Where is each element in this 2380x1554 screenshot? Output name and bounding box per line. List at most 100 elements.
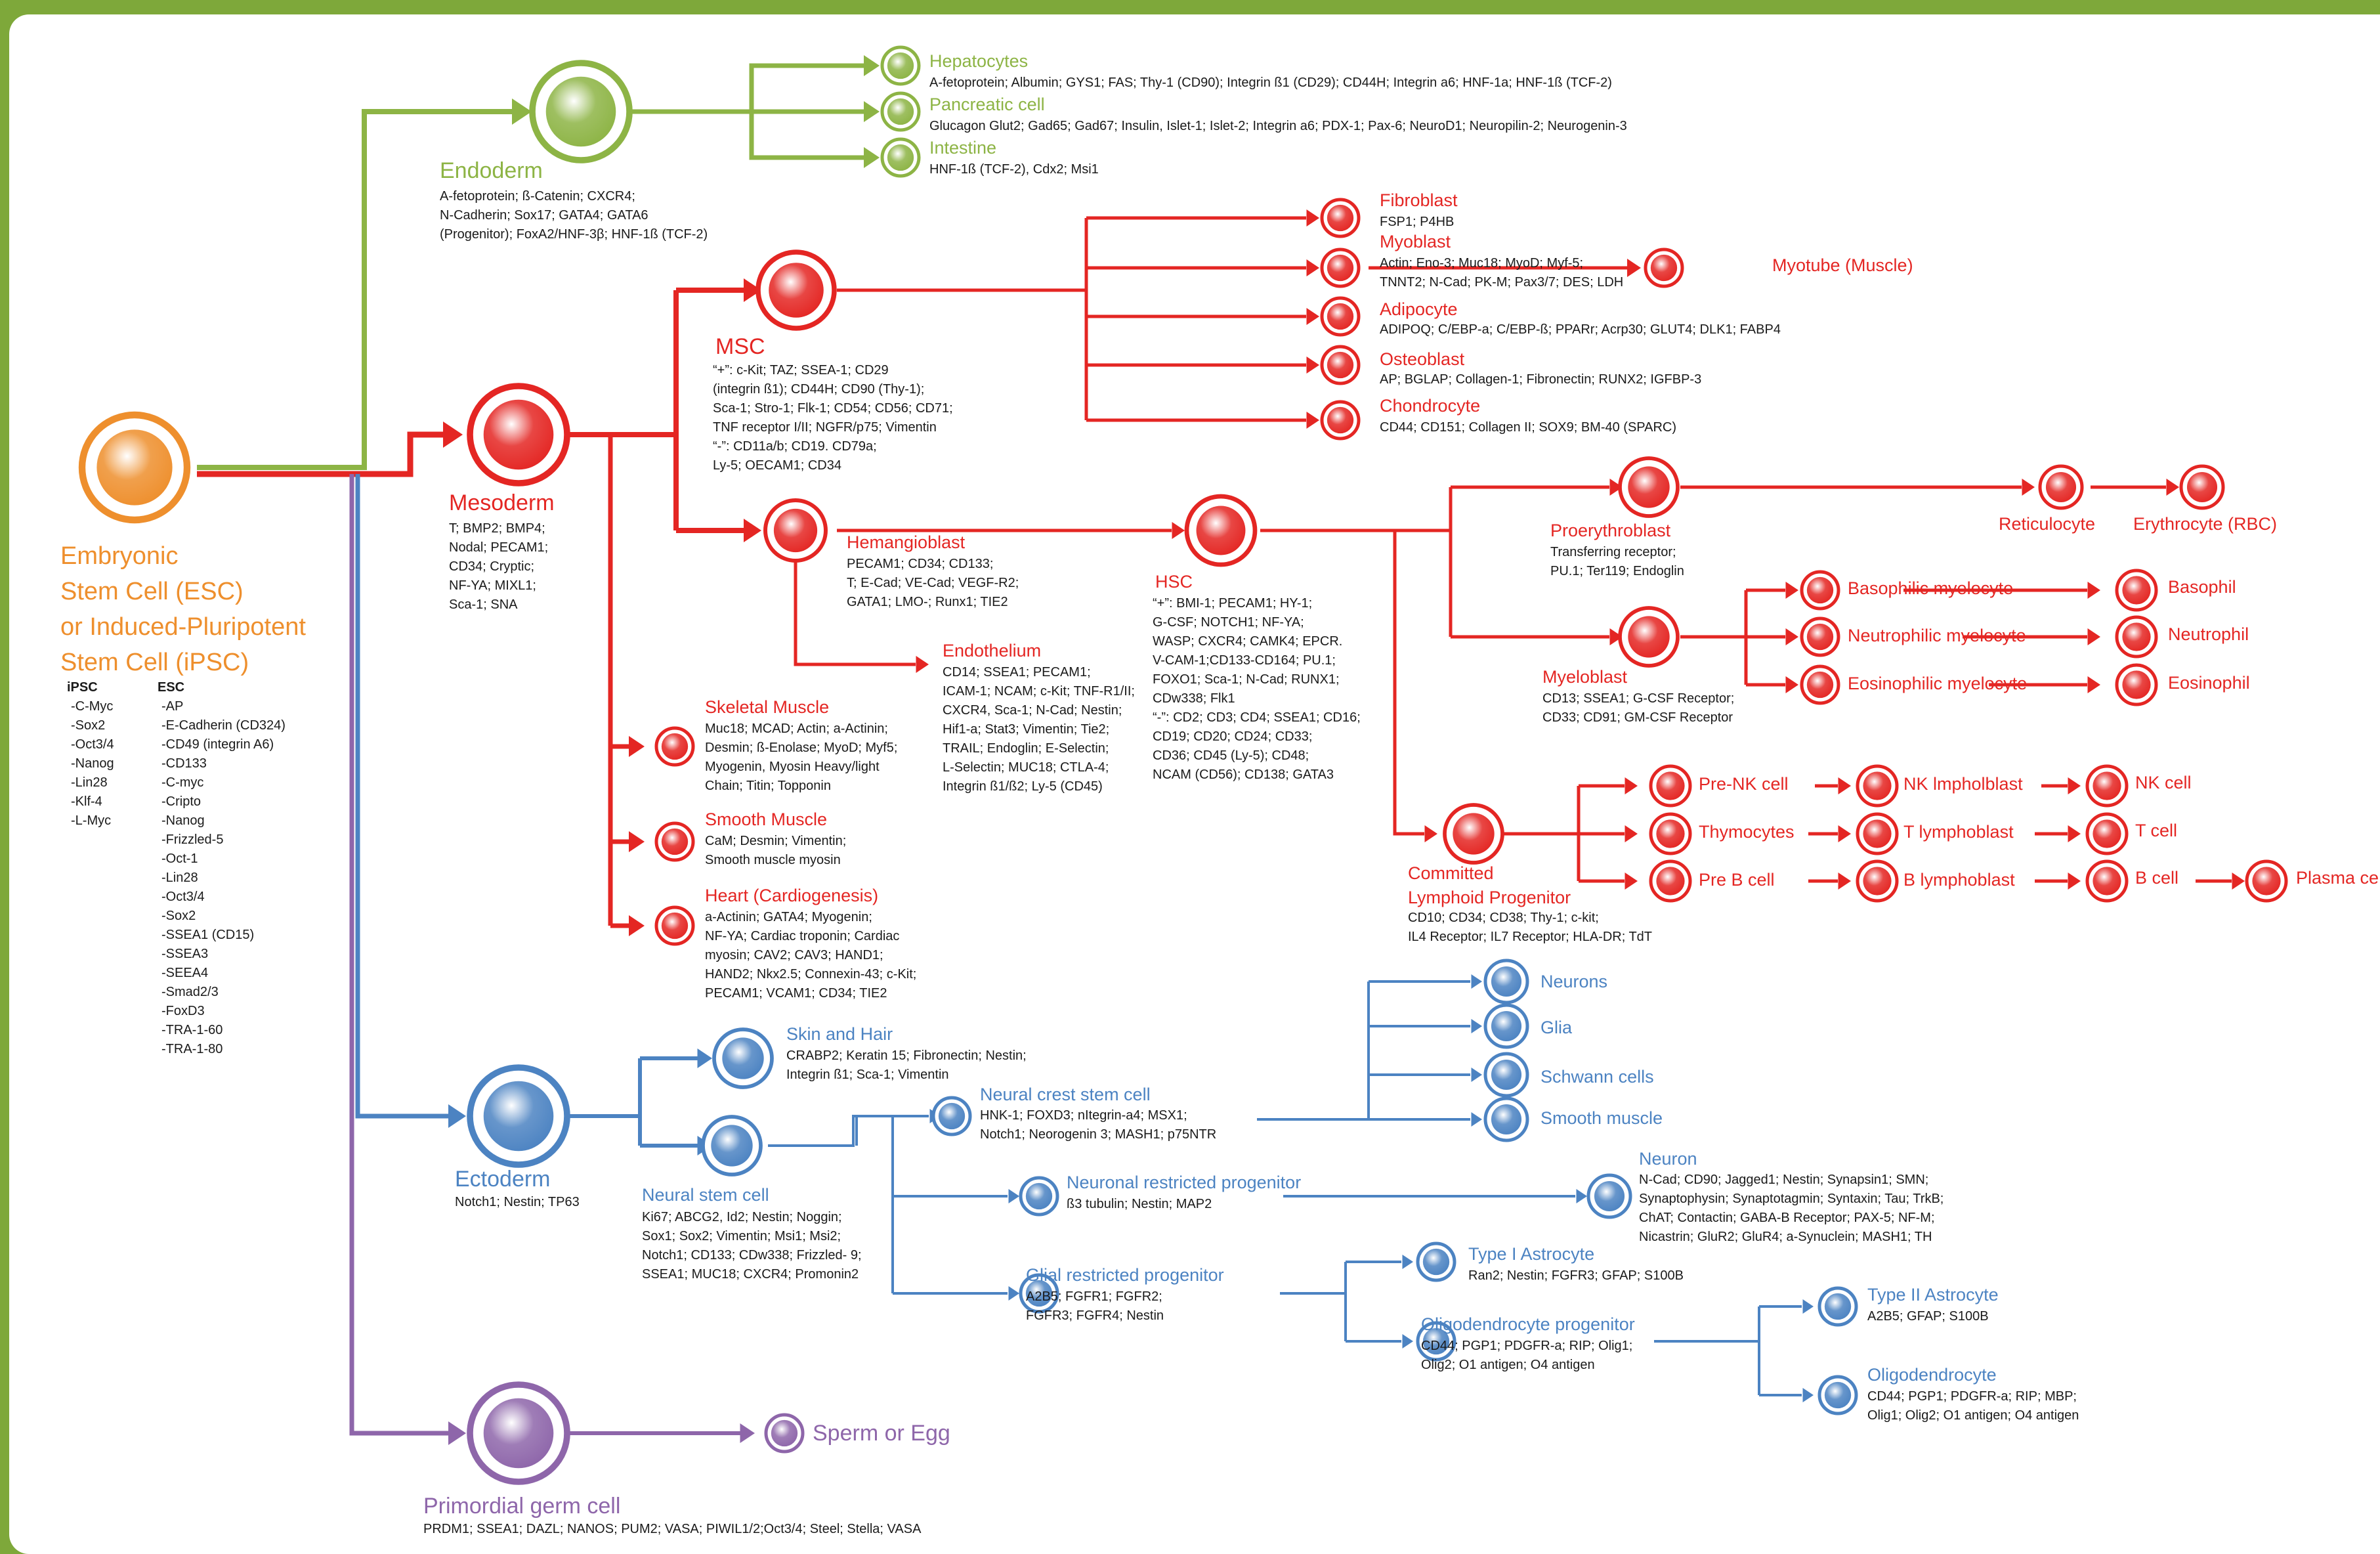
esc-marker-list: -AP-E-Cadherin (CD324)-CD49 (integrin A6… bbox=[161, 697, 286, 1059]
marker-item: -Oct-1 bbox=[161, 852, 198, 866]
arrowhead bbox=[1306, 259, 1319, 276]
eosinophilic-myelocyte-icon bbox=[1800, 664, 1840, 705]
hemangioblast-cell-icon bbox=[763, 498, 828, 563]
marker-item: -Smad2/3 bbox=[161, 985, 219, 999]
arrowhead bbox=[2166, 479, 2179, 496]
msc-cell-icon bbox=[755, 249, 837, 331]
glial-rp-label: Glial restricted progenitor bbox=[1026, 1265, 1224, 1285]
pancreatic-markers: Glucagon Glut2; Gad65; Gad67; Insulin, I… bbox=[929, 119, 1627, 133]
basophil-cell-icon bbox=[2115, 569, 2158, 612]
pancreatic-label: Pancreatic cell bbox=[929, 95, 1045, 114]
nk-lymphoblast-icon bbox=[1856, 764, 1899, 808]
hemangioblast-label: Hemangioblast bbox=[847, 532, 966, 552]
arrowhead bbox=[2022, 479, 2035, 496]
myeloblast-markers: CD13; SSEA1; G-CSF Receptor; CD33; CD91;… bbox=[1542, 691, 1735, 725]
neuronal-rp-cell-icon bbox=[1019, 1176, 1059, 1217]
arrowhead bbox=[2087, 676, 2100, 693]
t-cell-icon bbox=[2085, 812, 2129, 855]
endoderm-label: Endoderm bbox=[440, 158, 543, 183]
arrowhead bbox=[2068, 873, 2081, 890]
marker-item: -FoxD3 bbox=[161, 1004, 205, 1018]
b-lymphoblast-label: B lymphoblast bbox=[1903, 870, 2015, 890]
arrowhead bbox=[629, 736, 645, 757]
neuron-cell-icon bbox=[1586, 1173, 1632, 1219]
pgc-cell-icon bbox=[467, 1381, 570, 1485]
intestine-label: Intestine bbox=[929, 138, 997, 158]
b-cell-icon bbox=[2085, 859, 2129, 903]
plasma-cell-icon bbox=[2245, 859, 2288, 903]
marker-item: -TRA-1-60 bbox=[161, 1023, 223, 1037]
marker-item: -SEEA4 bbox=[161, 966, 209, 980]
arrowhead bbox=[1802, 1388, 1814, 1402]
heart-label: Heart (Cardiogenesis) bbox=[705, 886, 879, 905]
proerythroblast-label: Proerythroblast bbox=[1550, 521, 1671, 540]
neutrophilic-myelocyte-icon bbox=[1800, 616, 1840, 657]
myotube-label: Myotube (Muscle) bbox=[1772, 255, 1913, 275]
glia-label: Glia bbox=[1541, 1018, 1573, 1037]
eosinophilic-myelocyte-label: Eosinophilic myelocyte bbox=[1848, 674, 2028, 693]
mesoderm-cell-icon bbox=[467, 383, 570, 486]
endothelium-label: Endothelium bbox=[943, 641, 1042, 660]
arrowhead bbox=[864, 101, 880, 122]
arrowhead bbox=[629, 915, 645, 936]
smooth-muscle-cell-icon bbox=[654, 821, 695, 862]
ipsc-marker-list: -C-Myc-Sox2-Oct3/4-Nanog-Lin28-Klf-4-L-M… bbox=[71, 697, 114, 831]
neutrophilic-myelocyte-label: Neutrophilic myelocyte bbox=[1848, 626, 2026, 645]
hepatocytes-markers: A-fetoprotein; Albumin; GYS1; FAS; Thy-1… bbox=[929, 76, 1612, 90]
connector-line bbox=[794, 551, 916, 666]
ectoderm-cell-icon bbox=[467, 1064, 570, 1168]
arrowhead bbox=[1008, 1286, 1019, 1301]
marker-item: -C-myc bbox=[161, 775, 204, 790]
arrowhead bbox=[1306, 356, 1319, 374]
esc-to-endoderm-line bbox=[197, 109, 519, 470]
arrowhead bbox=[697, 1048, 712, 1068]
t-cell-label: T cell bbox=[2135, 821, 2178, 840]
nk-cell-label: NK cell bbox=[2135, 773, 2192, 792]
neuron-markers: N-Cad; CD90; Jagged1; Nestin; Synapsin1;… bbox=[1639, 1173, 1944, 1244]
marker-item: -C-Myc bbox=[71, 699, 114, 714]
reticulocyte-cell-icon bbox=[2038, 464, 2084, 510]
type1-astrocyte-icon bbox=[1416, 1241, 1456, 1282]
arrowhead bbox=[629, 831, 645, 852]
sperm-egg-label: Sperm or Egg bbox=[813, 1421, 950, 1446]
marker-item: -Sox2 bbox=[71, 718, 106, 733]
marker-item: -Frizzled-5 bbox=[161, 832, 224, 847]
endothelium-markers: CD14; SSEA1; PECAM1; ICAM-1; NCAM; c-Kit… bbox=[943, 665, 1135, 794]
glia-cell-icon bbox=[1483, 1003, 1529, 1049]
oligodendrocyte-markers: CD44; PGP1; PDGFR-a; RIP; MBP; Olig1; Ol… bbox=[1867, 1389, 2079, 1423]
msc-label: MSC bbox=[715, 334, 765, 359]
heart-cell-icon bbox=[654, 905, 695, 946]
hsc-markers: “+”: BMI-1; PECAM1; HY-1; G-CSF; NOTCH1;… bbox=[1153, 596, 1361, 782]
pre-nk-cell-icon bbox=[1649, 764, 1692, 808]
chondrocyte-cell-icon bbox=[1320, 400, 1361, 441]
skeletal-muscle-label: Skeletal Muscle bbox=[705, 697, 830, 717]
arrowhead bbox=[1306, 412, 1319, 429]
smooth-muscle-label: Smooth Muscle bbox=[705, 809, 828, 829]
proerythroblast-markers: Transferring receptor; PU.1; Ter119; End… bbox=[1550, 545, 1684, 578]
osteoblast-cell-icon bbox=[1320, 345, 1361, 385]
myoblast-cell-icon bbox=[1320, 248, 1361, 288]
arrowhead bbox=[1625, 873, 1638, 890]
neurons-label: Neurons bbox=[1541, 972, 1608, 991]
marker-item: -Lin28 bbox=[161, 871, 198, 885]
arrowhead bbox=[1627, 259, 1641, 277]
neuronal-rp-label: Neuronal restricted progenitor bbox=[1067, 1173, 1302, 1192]
arrowhead bbox=[1838, 777, 1851, 794]
myeloblast-label: Myeloblast bbox=[1542, 667, 1628, 687]
neural-stem-label: Neural stem cell bbox=[642, 1185, 769, 1205]
arrowhead bbox=[1576, 1189, 1587, 1203]
arrowhead bbox=[864, 147, 880, 168]
neuron-label: Neuron bbox=[1639, 1149, 1697, 1169]
ectoderm-label: Ectoderm bbox=[455, 1167, 551, 1192]
oligodendrocyte-label: Oligodendrocyte bbox=[1867, 1365, 1997, 1385]
fibroblast-cell-icon bbox=[1320, 198, 1361, 238]
skin-hair-label: Skin and Hair bbox=[786, 1024, 893, 1044]
endoderm-to-hepatocytes-line bbox=[630, 63, 866, 114]
pgc-label: Primordial germ cell bbox=[423, 1494, 621, 1519]
adipocyte-markers: ADIPOQ; C/EBP-a; C/EBP-ß; PPARr; Acrp30;… bbox=[1380, 322, 1781, 337]
hsc-cell-icon bbox=[1184, 494, 1258, 567]
pre-b-cell-icon bbox=[1649, 859, 1692, 903]
arrowhead bbox=[1471, 974, 1482, 989]
